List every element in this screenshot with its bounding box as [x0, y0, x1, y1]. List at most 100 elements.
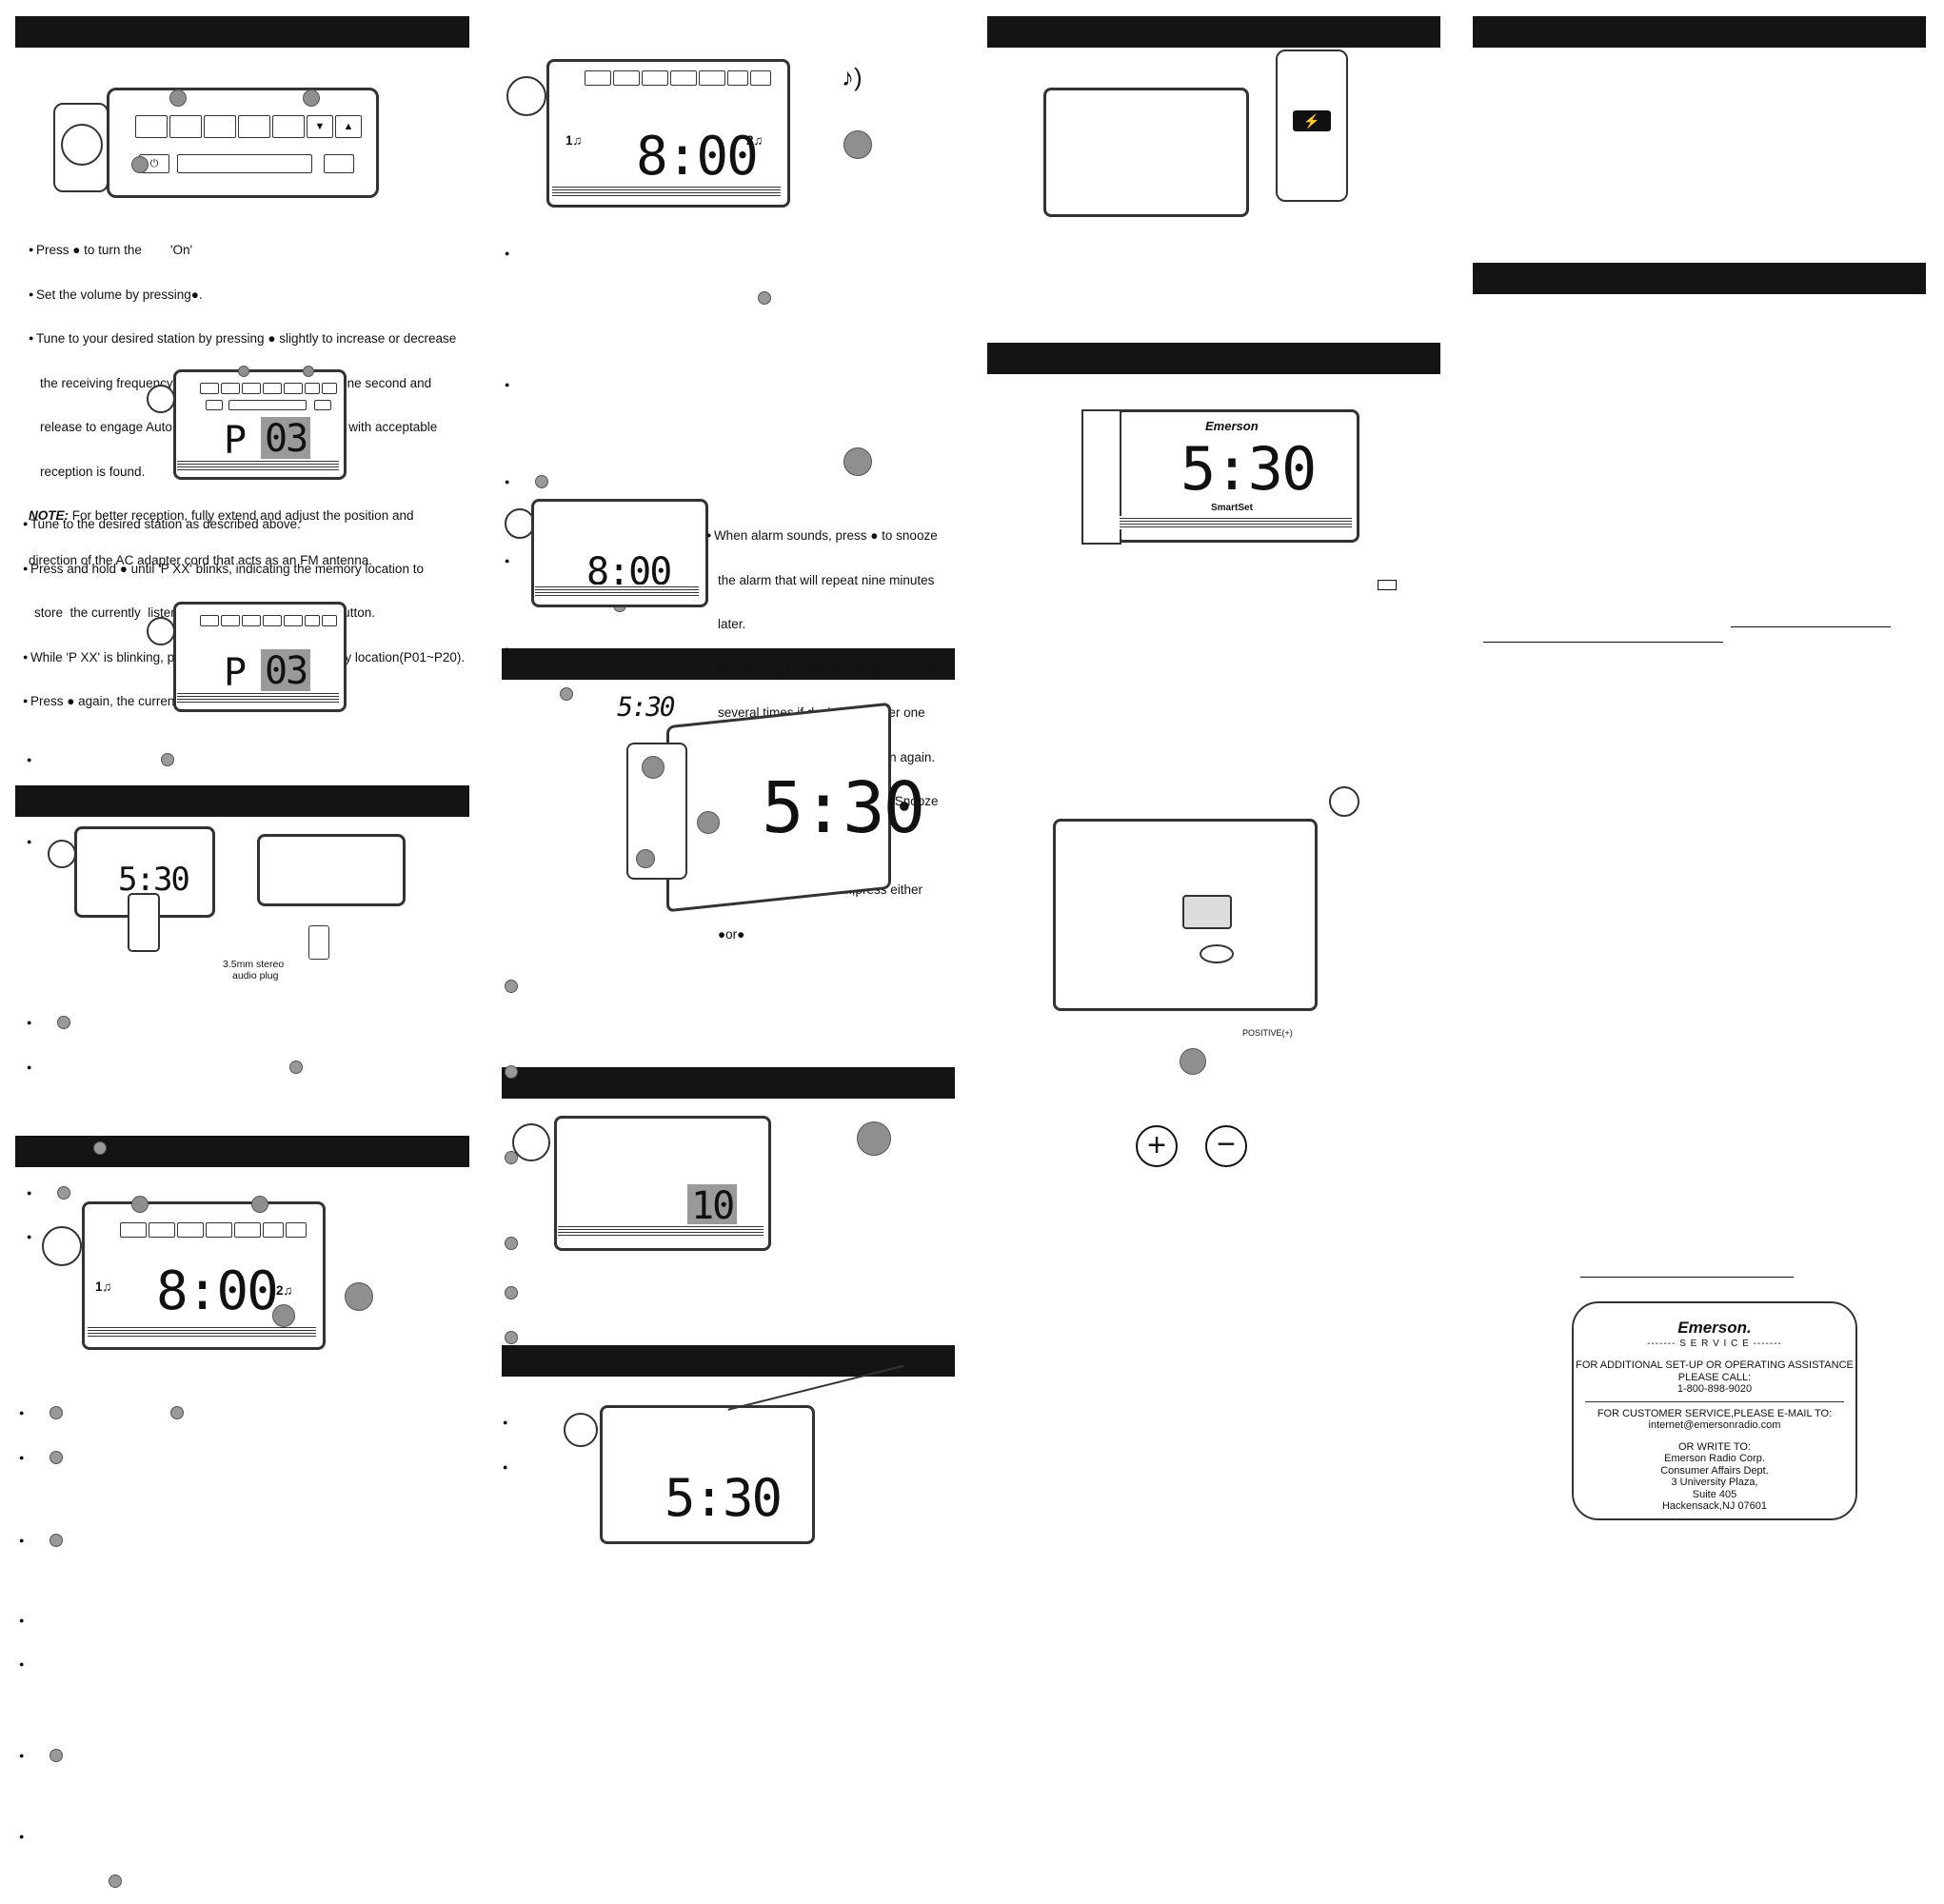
projector-lens: [512, 1123, 550, 1161]
speaker-grille: [177, 459, 339, 472]
battery-install-illustration: [1053, 786, 1377, 1024]
alarm-radio-illustration: 1♫ 8:00 2♫: [38, 1196, 343, 1353]
projection-display: 5:30: [762, 767, 925, 849]
alarm-display: 8:00: [636, 126, 759, 188]
bullet-line: [19, 1830, 186, 1845]
callout-dot: [636, 849, 655, 868]
sound-icon: ♪): [842, 63, 863, 91]
link-underline: [1731, 626, 1891, 627]
callout-dot: [169, 89, 187, 107]
alarm-radio-illustration: 1♫ 8:00 2♫: [503, 55, 807, 212]
radio-button-row: [200, 615, 339, 626]
coin-battery: [1200, 944, 1234, 963]
radio-bottom-row: ⏻: [139, 154, 356, 173]
projector-lens: [506, 76, 546, 116]
brightness-display: 5:30: [665, 1468, 783, 1528]
positive-label: POSITIVE(+): [1242, 1028, 1293, 1038]
radio-button-row: [120, 1222, 308, 1238]
speaker-grille: [177, 691, 339, 704]
alarm-display: 8:00: [156, 1260, 279, 1322]
bullet-line: [19, 1748, 186, 1764]
service-line: 3 University Plaza,: [1671, 1477, 1758, 1488]
front-display-illustration: Emerson 5:30 SmartSet: [1081, 406, 1359, 545]
speaker-grille: [552, 185, 781, 198]
radio-side-view: [257, 834, 406, 906]
clock-icon: [345, 1282, 373, 1311]
bullet-line: [505, 378, 773, 393]
phone-icon: [308, 925, 329, 960]
projector-lens: [147, 617, 175, 645]
clock-icon: [843, 447, 872, 476]
speaker-grille: [88, 1325, 316, 1339]
section-header-bar: [502, 1345, 955, 1377]
radio-bottom-row: [206, 400, 333, 410]
plus-symbol: +: [1136, 1125, 1178, 1167]
bullet-line: [503, 1144, 520, 1173]
projector-lens: [564, 1413, 598, 1447]
plug-label: audio plug: [232, 970, 279, 982]
service-line: OR WRITE TO:: [1678, 1440, 1751, 1453]
callout-dot: [272, 1304, 295, 1327]
bullet-line: [503, 1330, 738, 1346]
minus-symbol: −: [1205, 1125, 1247, 1167]
brightness-illustration: 5:30: [560, 1364, 922, 1544]
speaker-grille: [558, 1224, 764, 1238]
service-line: FOR ADDITIONAL SET-UP OR OPERATING ASSIS…: [1576, 1359, 1854, 1371]
radio-button-row: ▼ ▲: [135, 115, 364, 138]
radio-button-row: [200, 383, 339, 394]
bullet-line: [505, 474, 773, 490]
service-line: FOR CUSTOMER SERVICE,PLEASE E-MAIL TO:: [1597, 1407, 1833, 1419]
projection-illustration: 5:30 5:30: [533, 685, 925, 914]
callout-dot: [251, 1196, 268, 1213]
callout-dot: [642, 756, 665, 779]
instruction-line: ●or●: [718, 926, 745, 942]
radio-body: [546, 59, 790, 208]
service-line: Consumer Affairs Dept.: [1660, 1464, 1769, 1477]
instruction-line: The Snooze operation may be repeated: [706, 662, 941, 677]
callout-dot: [131, 156, 149, 173]
alarm-bullets: [19, 1377, 186, 1904]
section-header-bar: [15, 16, 469, 48]
divider: [1585, 1400, 1844, 1402]
service-line: Emerson Radio Corp.: [1664, 1453, 1765, 1464]
radio-body: [107, 88, 379, 198]
instruction-line: Set the volume by pressing●.: [29, 288, 456, 303]
bullet-line: [505, 247, 773, 262]
section-header-bar: [987, 16, 1440, 48]
battery-compartment: [1182, 895, 1232, 929]
service-line: Hackensack,NJ 07601: [1661, 1500, 1768, 1512]
preset-radio-illustration: P 03: [143, 366, 352, 480]
instruction-line: the alarm that will repeat nine minutes: [718, 572, 935, 587]
preset-display-p: P: [224, 419, 247, 463]
sleep-radio-illustration: 10: [508, 1112, 775, 1255]
plug-label: 3.5mm stereo: [223, 959, 285, 970]
bullet-line: [505, 686, 773, 703]
alarm2-indicator: 2♫: [746, 133, 764, 148]
sleep-display: 10: [687, 1184, 738, 1228]
callout-dot: [697, 811, 720, 834]
preset-display-number: 03: [261, 417, 311, 461]
section-header-bar: [15, 785, 469, 817]
hand-outline: [727, 1364, 916, 1458]
clock-icon: [857, 1121, 891, 1156]
projector-lens-ring: [61, 124, 103, 166]
radio-back-view: [1053, 819, 1318, 1011]
smartphone: [128, 893, 160, 952]
preset-display-p: P: [224, 651, 247, 695]
radio-side-view: [1043, 88, 1249, 217]
battery-indicator-icon: [1378, 580, 1397, 590]
aux-illustration: 5:30 3.5mm stereo audio plug: [48, 821, 466, 987]
usb-charging-illustration: ⚡: [1043, 50, 1358, 230]
snooze-radio-illustration: 8:00: [501, 495, 710, 609]
section-header-bar: [502, 1067, 955, 1099]
alarm1-indicator: 1♫: [565, 133, 583, 148]
link-underline: [1580, 1277, 1794, 1278]
radio-button-row: [585, 70, 773, 86]
preset-display-number: 03: [261, 649, 311, 693]
instruction-line: When alarm sounds, press ● to snooze: [706, 528, 941, 544]
callout-dot: [303, 89, 320, 107]
bullet-line: [19, 1534, 186, 1549]
bullet-line: [503, 1230, 520, 1259]
projector-side: [1081, 409, 1121, 545]
bullet-line: [27, 1185, 305, 1201]
